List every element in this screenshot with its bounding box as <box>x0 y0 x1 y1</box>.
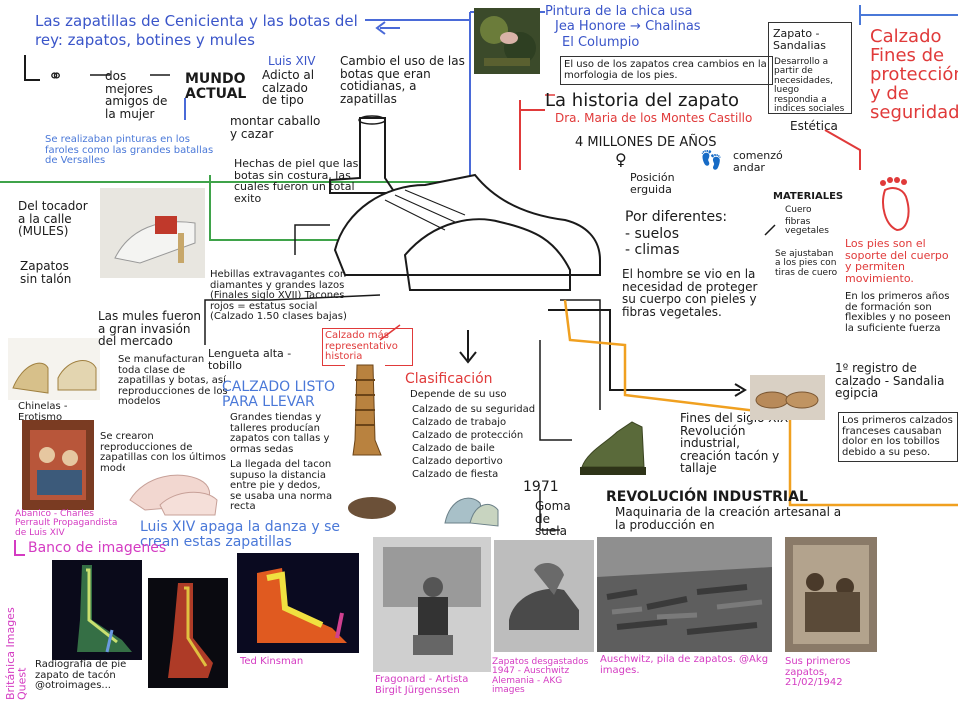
uso-zapatos-box: El uso de los zapatos crea cambios en la… <box>560 56 773 85</box>
materiales-title: MATERIALES <box>773 192 833 203</box>
header-cenicienta: Las zapatillas de Cenicienta y las botas… <box>35 14 375 30</box>
calzado-fines: Calzado Fines de protección y de segurid… <box>870 28 955 122</box>
historia-author: Dra. Maria de los Montes Castillo <box>555 112 785 125</box>
clasificacion-item-5: Calzado deportivo <box>412 457 537 468</box>
fecha-1971: 1971 <box>523 480 563 495</box>
first-shoes-photo <box>785 537 877 652</box>
clasificacion-item-2: Calzado de trabajo <box>412 418 537 429</box>
millones-anos: 4 MILLONES DE AÑOS <box>575 136 725 150</box>
painting-columpio-image <box>474 8 540 74</box>
chinelas-image <box>8 338 100 400</box>
clasificacion-item-3: Calzado de protección <box>412 431 537 442</box>
dos-mejores-amigos: dos mejores amigos de la mujer <box>105 70 175 120</box>
luis-danza: Luis XIV apaga la danza y se crean estas… <box>140 520 370 549</box>
auschwitz-caption: Auschwitz, pila de zapatos. @Akg images. <box>600 655 770 676</box>
estetica: Estética <box>790 120 850 133</box>
fines-siglo-xix: Fines del siglo XIX Revolución industria… <box>680 412 790 475</box>
comenzo-andar: comenzó andar <box>733 150 788 173</box>
pintura-text-1: Pintura de la chica usa <box>545 5 775 19</box>
calzado-listo-title: CALZADO LISTO PARA LLEVAR <box>222 380 342 409</box>
luis-xiv-text: Adicto al calzado de tipo <box>262 69 322 107</box>
mundo-actual: MUNDO ACTUAL <box>185 72 255 101</box>
center-shoes-drawing <box>325 160 615 305</box>
worn-shoes-photo <box>494 540 594 652</box>
shoe-pile-photo <box>597 537 772 652</box>
pinturas-faroles: Se realizaban pinturas en los faroles co… <box>45 135 225 167</box>
clasificacion-item-1: Calzado de su seguridad <box>412 405 537 416</box>
hebillas-text: Hebillas extravagantes con diamantes y g… <box>210 270 355 323</box>
abanico-caption: Abanico - Charles Perrault Propagandista… <box>15 510 120 538</box>
banco-imagenes-title: Banco de imagenes <box>28 541 168 556</box>
xray-foot-image-2 <box>148 578 228 688</box>
luis-xiv-title: Luis XIV <box>268 55 328 68</box>
ancient-shoe-image <box>345 488 400 523</box>
primeros-anos: En los primeros años de formación son fl… <box>845 292 955 334</box>
historia-title: La historia del zapato <box>545 92 775 111</box>
montar-caballo: montar caballo y cazar <box>230 115 330 140</box>
primer-registro: 1º registro de calzado - Sandalia egipci… <box>835 362 955 400</box>
lengueta-alta: Lengueta alta - tobillo <box>208 348 328 371</box>
fragonard-photo <box>373 537 491 672</box>
posicion-erguida: Posición erguida <box>630 172 690 195</box>
gladiator-sandal-image <box>345 360 385 460</box>
primeros-calzados-box: Los primeros calzados franceses causaban… <box>838 412 958 462</box>
fragonard-caption: Fragonard - Artista Birgit Jürgenssen <box>375 675 495 696</box>
footprint-icon: 👣 <box>700 150 722 171</box>
ted-kinsman-caption: Ted Kinsman <box>240 657 320 668</box>
del-tocador: Del tocador a la calle (MULES) <box>18 200 93 238</box>
radiografia-caption: Radiografía de pie zapato de tacón @otro… <box>35 660 145 692</box>
primeros-zapatos-caption: Sus primeros zapatos, 21/02/1942 <box>785 657 880 689</box>
xray-foot-image-1 <box>52 560 142 660</box>
pintura-text-2: Jea Honore → Chalinas <box>555 20 785 34</box>
ballet-shoes-image <box>125 460 220 520</box>
zapato-sandalias-text: Desarrollo a partir de necesidades, lueg… <box>774 58 846 115</box>
grandes-tiendas: Grandes tiendas y talleres producían zap… <box>230 413 345 455</box>
materiales-cuero: Cuero <box>785 206 835 215</box>
pintura-text-3: El Columpio <box>562 36 762 50</box>
header-rey: rey: zapatos, botines y mules <box>35 33 335 49</box>
llegada-tacon: La llegada del tacon supuso la distancia… <box>230 460 335 513</box>
ring-icon: ⚭ <box>48 66 63 87</box>
goma-suela: Goma de suela <box>535 500 585 538</box>
person-icon: ♀ <box>615 150 627 169</box>
por-diferentes: Por diferentes: <box>625 210 775 225</box>
clasificacion-depende: Depende de su uso <box>410 390 510 401</box>
hombre-necesidad: El hombre se vio en la necesidad de prot… <box>622 268 772 318</box>
pies-soporte: Los pies son el soporte del cuerpo y per… <box>845 238 955 284</box>
zapatos-desgastados-caption: Zapatos desgastados 1947 - Auschwitz Ale… <box>492 658 597 696</box>
mules-invasion: Las mules fueron a gran invasión del mer… <box>98 310 208 348</box>
egyptian-sandal-image <box>750 375 825 420</box>
foot-icon <box>875 175 915 235</box>
clasificacion-title: Clasificación <box>405 372 515 387</box>
zapato-sandalias-title: Zapato - Sandalias <box>773 28 848 51</box>
clasificacion-item-4: Calzado de baile <box>412 444 537 455</box>
embroidered-shoe-image <box>440 488 500 528</box>
green-boot-image <box>572 412 662 482</box>
materiales-fibras: fibras vegetales <box>785 218 835 237</box>
abanico-painting-image <box>22 420 94 510</box>
suelos: - suelos <box>625 227 725 242</box>
materiales-ajustaban: Se ajustaban a los pies con tiras de cue… <box>775 250 840 278</box>
climas: - climas <box>625 243 725 258</box>
zapatos-sin-talon: Zapatos sin talón <box>20 260 80 285</box>
revolucion-text: Maquinaria de la creación artesanal a la… <box>615 506 845 531</box>
clasificacion-item-6: Calzado de fiesta <box>412 470 537 481</box>
cambio-botas: Cambio el uso de las botas que eran coti… <box>340 55 465 105</box>
thermal-heel-image <box>237 553 359 653</box>
mule-shoe-image <box>100 188 205 278</box>
revolucion-title: REVOLUCIÓN INDUSTRIAL <box>606 490 836 505</box>
